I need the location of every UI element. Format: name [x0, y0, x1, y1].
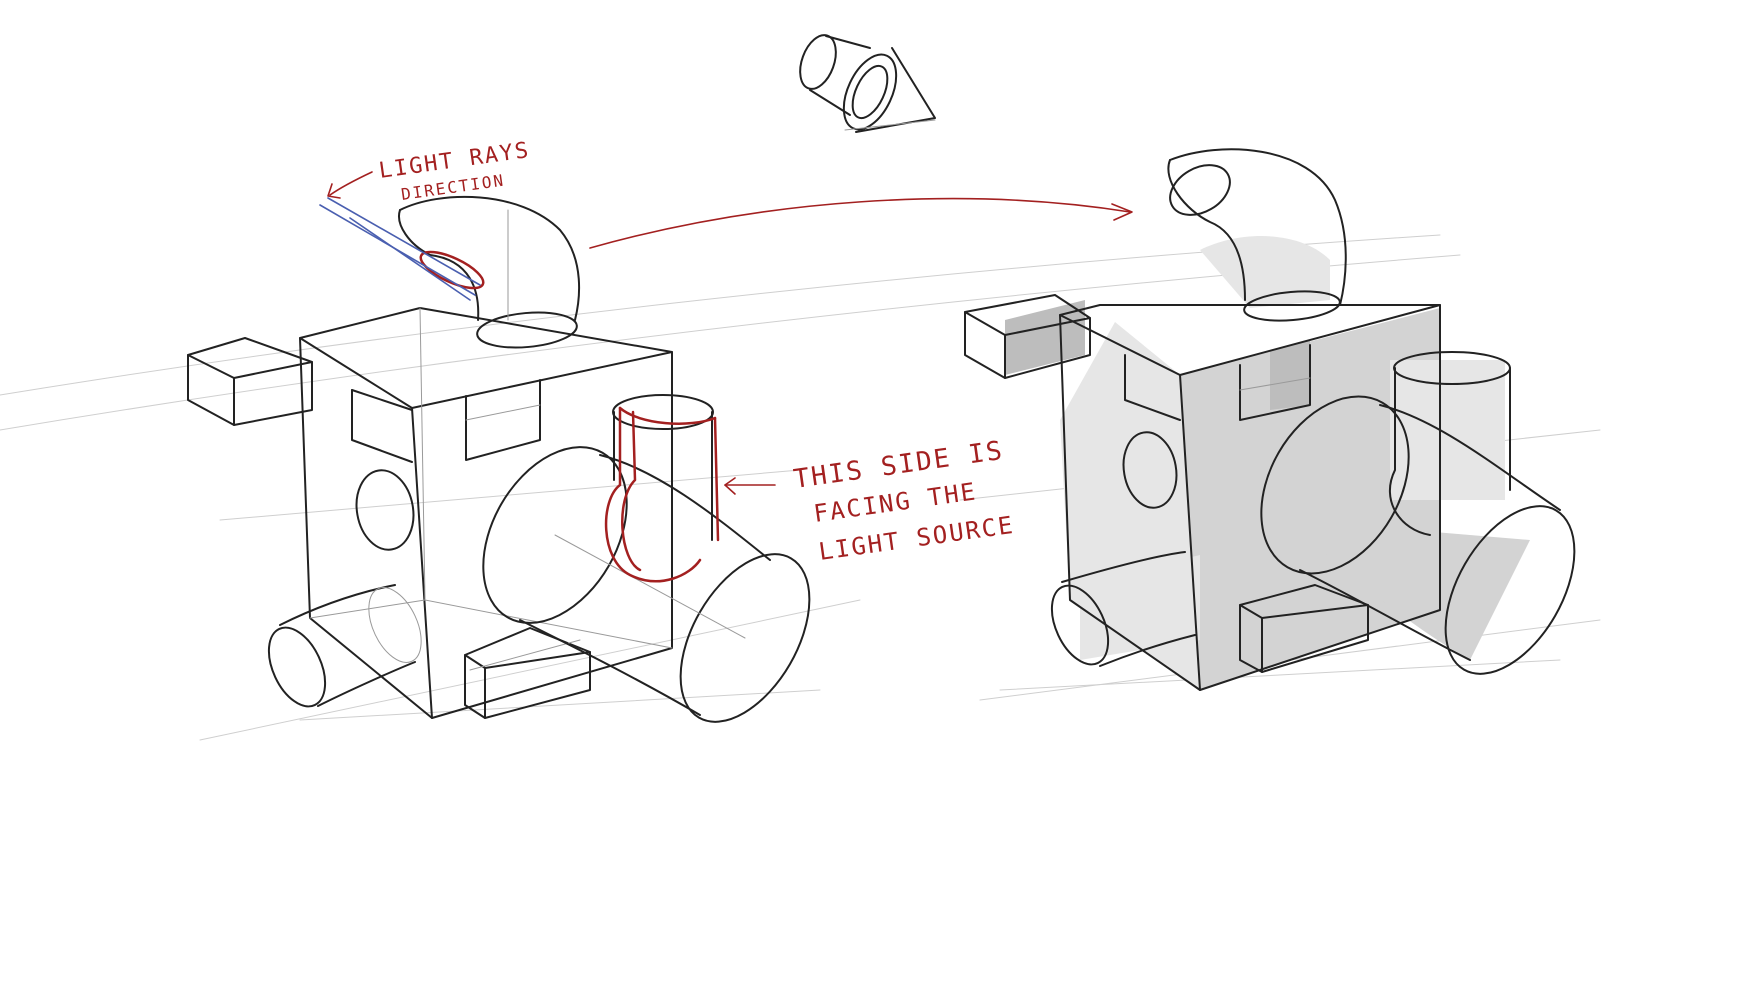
annotation-arrows	[327, 171, 776, 495]
light-rays-annotation: LIGHT RAYS DIRECTION	[377, 138, 531, 204]
light-source-cone-icon	[799, 34, 936, 133]
transfer-arrow	[589, 197, 1133, 249]
perspective-guides	[0, 234, 1601, 741]
right-sketch	[964, 148, 1576, 691]
left-sketch	[187, 195, 811, 723]
facing-light-annotation: THIS SIDE IS FACING THE LIGHT SOURCE	[792, 436, 1017, 566]
